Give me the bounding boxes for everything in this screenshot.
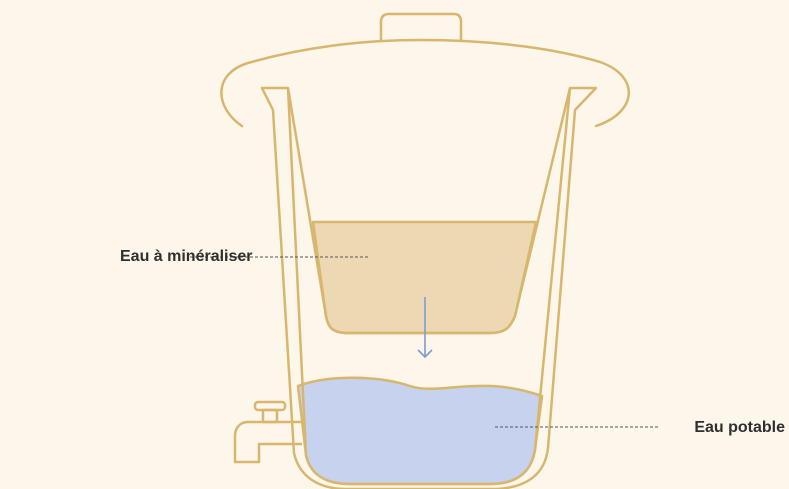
tap-icon (233, 400, 302, 464)
outer-container (260, 86, 598, 489)
label-drinking-water: Eau potable (694, 419, 785, 436)
label-water-to-mineralise: Eau à minéraliser (120, 248, 253, 265)
arrow-down-icon (417, 297, 433, 359)
filter-chamber (286, 87, 572, 335)
lid-knob (379, 12, 463, 40)
lid (220, 38, 630, 128)
drinking-water (296, 376, 544, 486)
